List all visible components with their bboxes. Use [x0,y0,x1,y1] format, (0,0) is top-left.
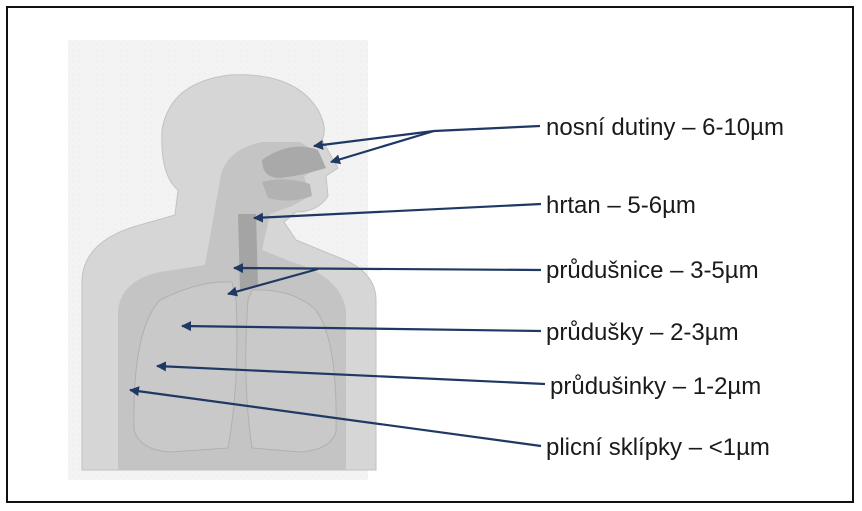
leader-nasal [434,126,540,131]
trachea-shape [238,214,258,290]
label-alveoli: plicní sklípky – <1µm [546,434,770,461]
label-bronchi: průdušky – 2-3µm [546,319,739,346]
label-nasal: nosní dutiny – 6-10µm [546,114,784,141]
label-bronchioles: průdušinky – 1-2µm [550,373,761,400]
label-trachea: průdušnice – 3-5µm [546,257,759,284]
label-larynx: hrtan – 5-6µm [546,192,696,219]
oral-cavity [262,179,312,200]
